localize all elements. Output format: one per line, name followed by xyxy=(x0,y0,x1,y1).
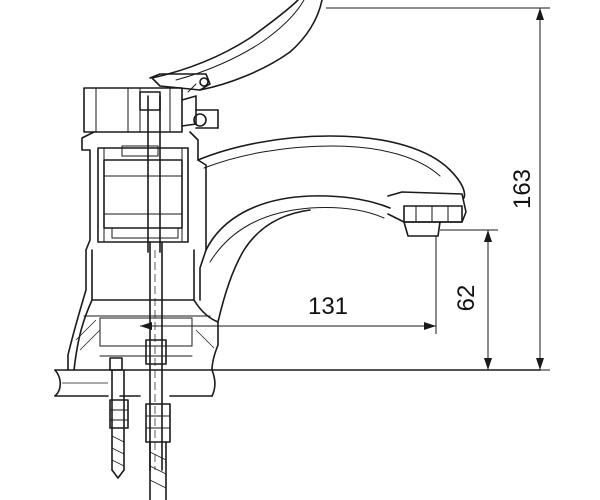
faucet-body xyxy=(67,131,219,371)
mounting-stud-left xyxy=(109,357,129,479)
spout xyxy=(197,135,467,323)
dimension-total-height xyxy=(220,7,550,371)
lever-handle xyxy=(149,0,323,91)
spout-reach-label: 131 xyxy=(308,293,348,320)
center-stem xyxy=(145,95,167,471)
dimension-spout-height xyxy=(440,229,498,370)
spout-height-label: 62 xyxy=(453,285,480,312)
cartridge-cap xyxy=(83,83,219,133)
countertop xyxy=(54,369,541,397)
supply-hose-right xyxy=(145,403,171,500)
total-height-label: 163 xyxy=(509,169,536,209)
dimension-spout-reach xyxy=(140,236,437,334)
